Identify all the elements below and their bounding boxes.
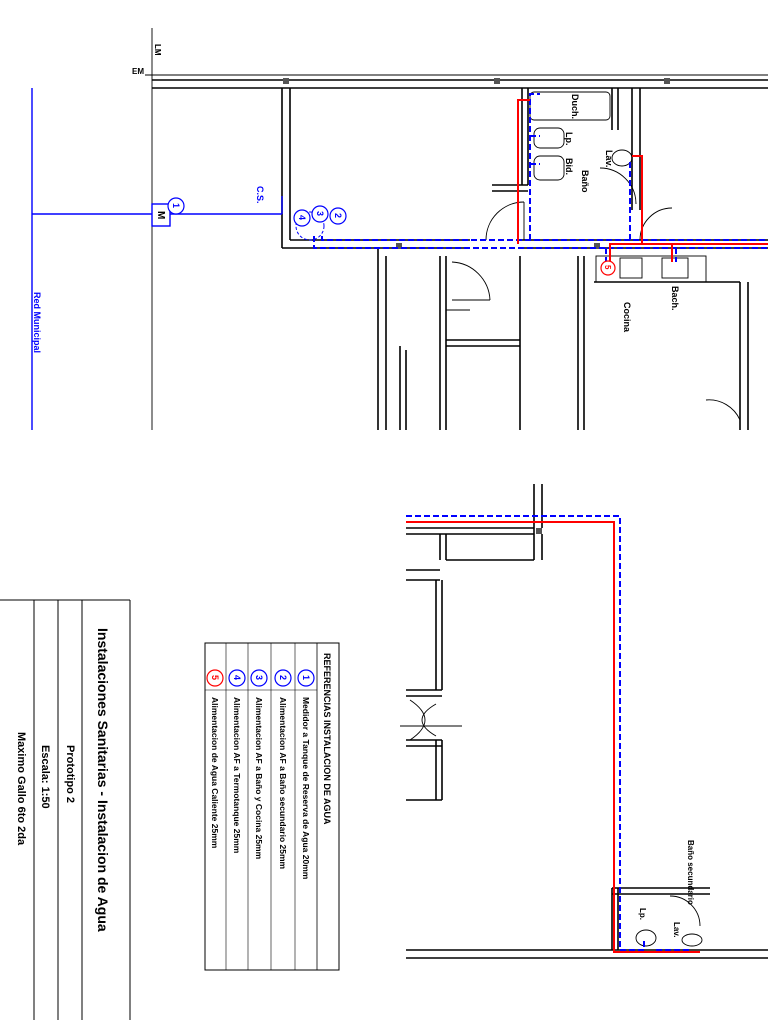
svg-text:1: 1: [171, 203, 181, 208]
legend-box: REFERENCIAS INSTALACION DE AGUA 1 Medido…: [204, 642, 340, 971]
toilet-fixture: [533, 127, 565, 149]
legend-item-1: 1 Medidor a Tanque de Reserva de Agua 20…: [297, 669, 315, 880]
legend-item-2: 2 Alimentacion AF a Baño secundario 25mm: [274, 669, 292, 870]
secondary-washbasin: [681, 933, 703, 947]
secondary-toilet: [635, 929, 657, 947]
label-lav-secondary: Lav.: [672, 922, 681, 937]
label-cocina: Cocina: [622, 302, 632, 333]
svg-text:5: 5: [603, 265, 612, 270]
label-lm: LM: [153, 44, 162, 56]
marker-2: 2: [329, 207, 347, 225]
svg-text:Alimentacion AF a Termotanque: Alimentacion AF a Termotanque 25mm: [232, 697, 242, 854]
svg-text:2: 2: [333, 213, 343, 218]
lower-pipes: [406, 515, 700, 953]
stove-fixture: [619, 257, 643, 279]
label-bid: Bid.: [564, 158, 574, 175]
marker-5: 5: [600, 260, 616, 276]
bathroom-fixtures: [529, 91, 689, 279]
label-lav: Lav.: [604, 150, 614, 167]
title-author: Maximo Gallo 6to 2da: [15, 732, 27, 846]
label-bach: Bach.: [670, 286, 680, 311]
svg-text:4: 4: [297, 215, 307, 220]
pipe-markers: 1 2 3 4 5: [167, 197, 616, 276]
shower-tub: [529, 91, 611, 121]
svg-text:5: 5: [210, 675, 220, 680]
title-prototype: Prototipo 2: [64, 745, 76, 803]
washbasin-fixture: [611, 149, 633, 167]
legend-item-4: 4 Alimentacion AF a Termotanque 25mm: [228, 669, 246, 854]
svg-text:2: 2: [278, 675, 288, 680]
marker-3: 3: [311, 205, 329, 223]
upper-walls: [145, 28, 768, 430]
marker-1: 1: [167, 197, 185, 215]
svg-text:1: 1: [301, 675, 311, 680]
svg-text:3: 3: [315, 211, 325, 216]
water-meter: [151, 203, 171, 227]
label-meter: M: [155, 211, 166, 219]
label-duch: Duch.: [570, 94, 580, 119]
plan-labels: LM EM Red Municipal M C.S. Duch. Lp. Bid…: [32, 44, 695, 937]
label-lp: Lp.: [564, 132, 574, 146]
lower-walls: [400, 484, 768, 959]
label-lp-secondary: Lp.: [638, 908, 647, 920]
legend-item-3: 3 Alimentacion AF a Baño y Cocina 25mm: [250, 669, 268, 860]
bidet-fixture: [533, 155, 565, 181]
label-cs: C.S.: [255, 186, 265, 204]
legend-item-5: 5 Alimentacion de Agua Caliente 25mm: [206, 669, 224, 849]
title-block: Instalaciones Sanitarias - Instalacion d…: [0, 599, 131, 1020]
marker-4: 4: [293, 209, 311, 227]
label-em: EM: [132, 67, 144, 76]
label-bano-secundario: Baño secundario: [686, 840, 695, 905]
svg-text:3: 3: [254, 675, 264, 680]
svg-text:Medidor a Tanque de Reserva de: Medidor a Tanque de Reserva de Agua 20mm: [301, 697, 311, 880]
svg-text:Alimentacion AF a Baño secunda: Alimentacion AF a Baño secundario 25mm: [278, 697, 288, 870]
label-red-municipal: Red Municipal: [32, 292, 42, 353]
svg-text:4: 4: [232, 675, 242, 680]
svg-text:Alimentacion de Agua Caliente: Alimentacion de Agua Caliente 25mm: [210, 697, 220, 849]
upper-pipes: [31, 88, 768, 430]
legend-title: REFERENCIAS INSTALACION DE AGUA: [322, 653, 332, 825]
title-scale: Escala: 1:50: [39, 745, 51, 809]
svg-text:Alimentacion AF a Baño y Cocin: Alimentacion AF a Baño y Cocina 25mm: [254, 697, 264, 860]
label-bano: Baño: [580, 170, 590, 193]
title-main: Instalaciones Sanitarias - Instalacion d…: [95, 628, 111, 932]
